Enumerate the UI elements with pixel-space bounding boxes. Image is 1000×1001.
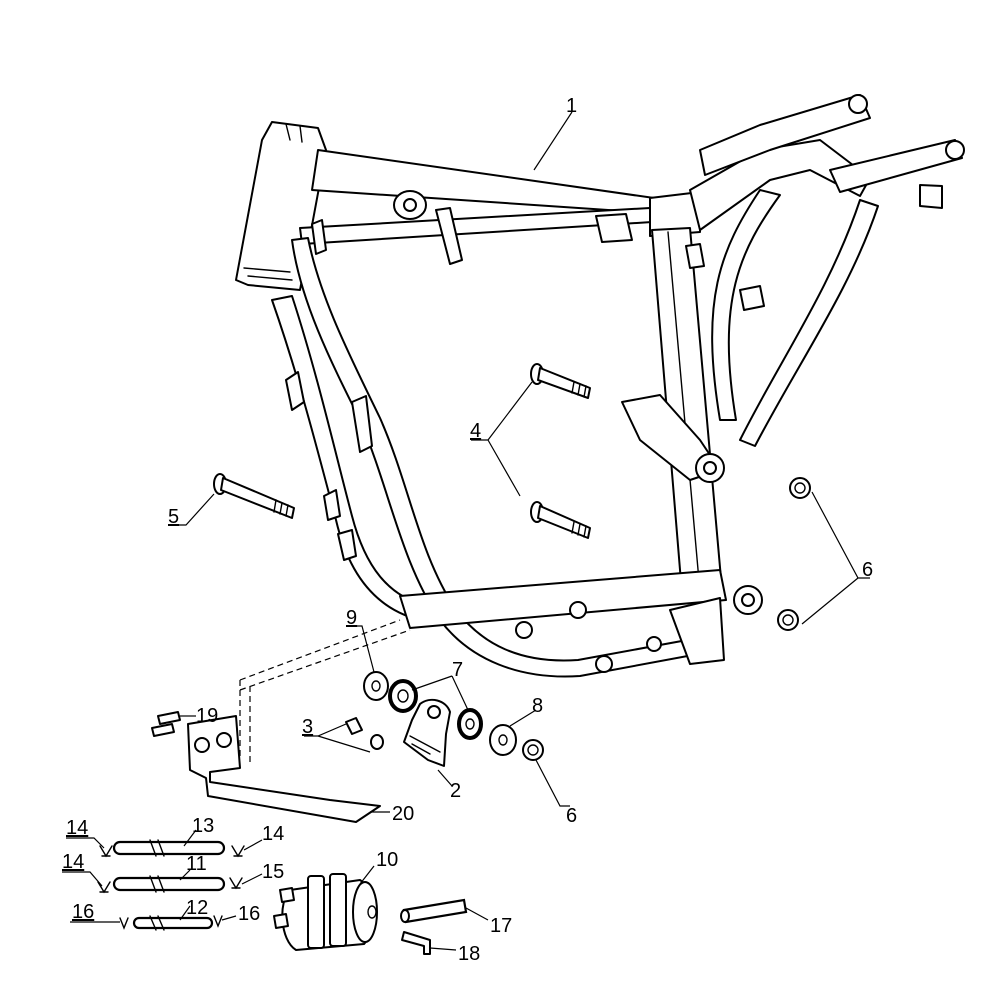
callout-6-bottom: 6 <box>566 805 577 827</box>
nut-6-upper <box>789 477 811 499</box>
bolt-4-lower <box>530 501 591 539</box>
bushing-7-right <box>457 708 483 740</box>
hose-11 <box>112 875 226 893</box>
bushing-7-left <box>388 679 418 713</box>
callout-5: 5 <box>168 506 179 528</box>
clip-16-a <box>119 917 129 930</box>
washer-8 <box>489 724 517 756</box>
bolt-5 <box>213 473 295 519</box>
hose-17 <box>400 898 468 924</box>
callout-18: 18 <box>458 943 480 965</box>
callout-12: 12 <box>186 897 208 919</box>
washer-9 <box>363 671 389 701</box>
clip-14-b <box>231 845 245 858</box>
skid-plate-20 <box>187 619 411 823</box>
clip-14-a <box>99 845 113 858</box>
callout-7: 7 <box>452 659 463 681</box>
callout-8: 8 <box>532 695 543 717</box>
screw-3-a <box>345 717 363 735</box>
callout-11: 11 <box>186 853 207 875</box>
hose-12 <box>132 915 214 931</box>
callout-13: 13 <box>192 815 214 837</box>
main-frame <box>235 94 965 678</box>
callout-14-c: 14 <box>62 851 84 873</box>
bolt-4-upper <box>530 363 591 399</box>
callout-20: 20 <box>392 803 414 825</box>
clip-14-c <box>97 881 111 894</box>
nut-6-bottom <box>522 739 544 761</box>
leader-lines <box>62 111 870 951</box>
callout-15: 15 <box>262 861 284 883</box>
bolts-19 <box>151 711 181 737</box>
clip-15 <box>229 877 243 890</box>
nut-6-lower <box>777 609 799 631</box>
callout-17: 17 <box>490 915 512 937</box>
callout-9: 9 <box>346 607 357 629</box>
callout-19: 19 <box>196 705 218 727</box>
callout-16-a: 16 <box>72 901 94 923</box>
callout-10: 10 <box>376 849 398 871</box>
screw-3-b <box>370 734 384 750</box>
elbow-18 <box>401 931 431 955</box>
callout-labels: 1 2 3 4 5 6 6 7 8 9 10 11 12 13 14 14 14… <box>62 95 873 965</box>
callout-16-b: 16 <box>238 903 260 925</box>
clip-16-b <box>213 915 223 928</box>
bracket-2 <box>403 698 451 767</box>
callout-6-right: 6 <box>862 559 873 581</box>
canister-10 <box>273 873 378 951</box>
callout-3: 3 <box>302 716 313 738</box>
hose-13 <box>112 839 226 857</box>
callout-14-a: 14 <box>66 817 88 839</box>
callout-4: 4 <box>470 420 481 442</box>
callout-14-b: 14 <box>262 823 284 845</box>
callout-2: 2 <box>450 780 461 802</box>
callout-1: 1 <box>566 95 577 117</box>
